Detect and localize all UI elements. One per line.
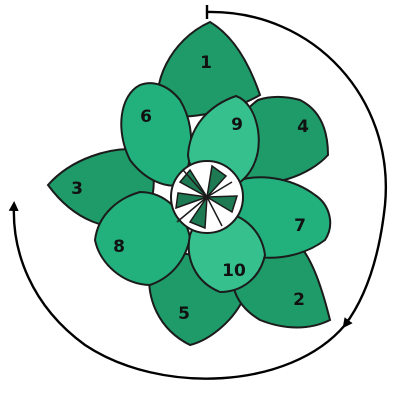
petals (48, 22, 330, 345)
petal-1-label: 1 (200, 53, 212, 73)
petal-5-label: 5 (178, 304, 190, 324)
petal-7-label: 7 (294, 216, 306, 236)
petal-3-label: 3 (71, 179, 83, 199)
petal-2-label: 2 (293, 290, 305, 310)
flower-center (171, 161, 243, 233)
petal-4-label: 4 (297, 117, 309, 137)
petal-9-label: 9 (231, 115, 243, 135)
petal-8-label: 8 (113, 237, 125, 257)
petal-6-label: 6 (140, 107, 152, 127)
petal-10-label: 10 (222, 261, 246, 281)
